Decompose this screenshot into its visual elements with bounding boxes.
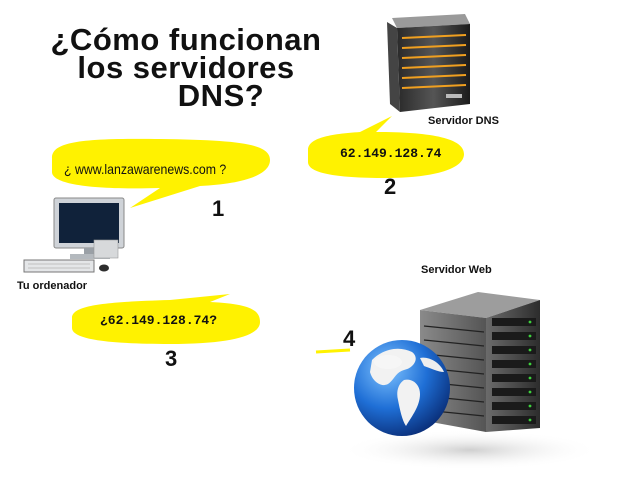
page-title: ¿Cómo funcionan los servidores DNS? xyxy=(36,22,336,113)
dns-server-label: Servidor DNS xyxy=(428,115,499,127)
web-server-label: Servidor Web xyxy=(421,264,492,276)
step-4-number: 4 xyxy=(343,326,356,351)
step-3-number: 3 xyxy=(165,346,178,371)
globe-icon xyxy=(354,340,450,436)
title-line-3: DNS? xyxy=(177,78,265,113)
title-line-1: ¿Cómo funcionan xyxy=(50,22,322,57)
step-2-number: 2 xyxy=(384,174,397,199)
dns-reply-bubble xyxy=(308,116,464,178)
computer-label: Tu ordenador xyxy=(17,280,88,292)
query-bubble xyxy=(52,138,270,208)
query-bubble-text: ¿ www.lanzawarenews.com ? xyxy=(64,161,227,177)
step-1-number: 1 xyxy=(212,196,225,221)
ip-query-text: ¿62.149.128.74? xyxy=(100,313,218,328)
dns-reply-text: 62.149.128.74 xyxy=(340,146,442,161)
ip-query-bubble xyxy=(72,294,260,344)
web-server-icon xyxy=(420,292,540,432)
step4-pointer xyxy=(315,348,351,354)
dns-server-icon xyxy=(387,14,470,112)
title-line-2: los servidores xyxy=(77,50,295,85)
computer-icon xyxy=(23,197,125,273)
